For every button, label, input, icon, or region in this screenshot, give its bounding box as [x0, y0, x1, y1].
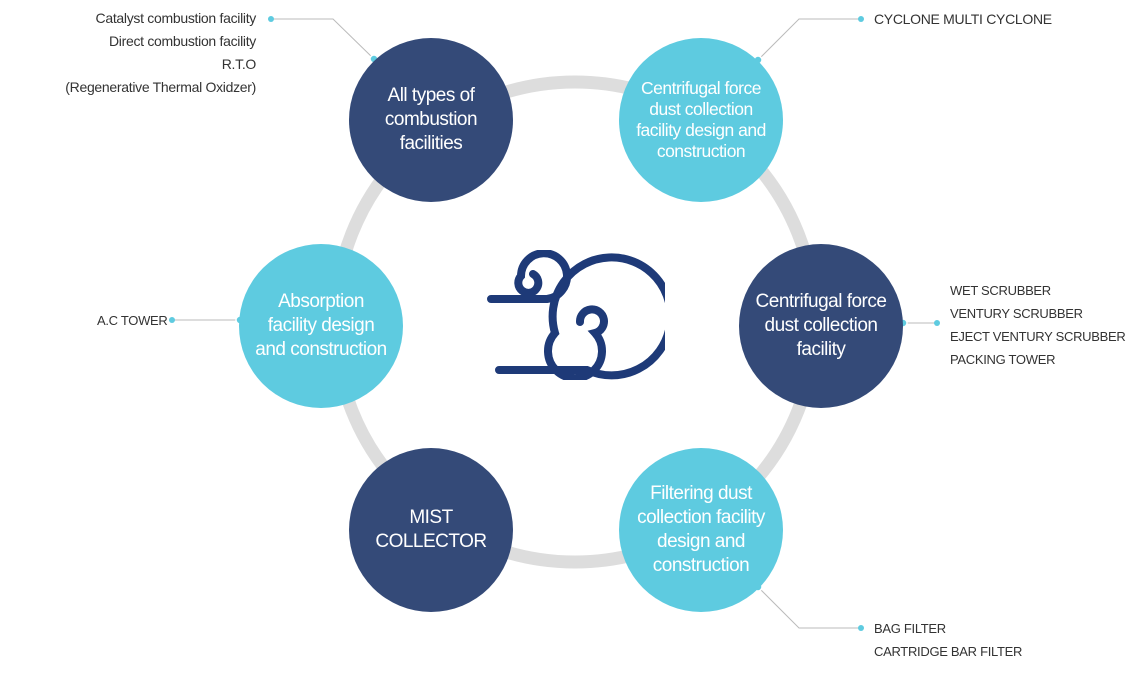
connector-dot-centrifugal-design-start — [858, 16, 864, 22]
connector-combustion — [271, 18, 375, 60]
label-item: CARTRIDGE BAR FILTER — [874, 644, 1023, 659]
connector-dot-combustion-start — [268, 16, 274, 22]
wind-swirl-icon — [487, 250, 665, 380]
connector-centrifugal-design — [757, 18, 861, 61]
node-centrifugal: Centrifugal force dust collection facili… — [739, 244, 903, 408]
label-item: PACKING TOWER — [950, 352, 1056, 367]
label-item: CYCLONE MULTI CYCLONE — [874, 11, 1052, 27]
labels-combustion: Catalyst combustion facility Direct comb… — [65, 7, 256, 99]
node-centrifugal-design-text: Centrifugal force dust collection facili… — [636, 78, 766, 161]
node-filtering-text: Filtering dust collection facility desig… — [637, 483, 765, 576]
connector-dot-filtering-end — [858, 625, 864, 631]
label-item: R.T.O — [221, 56, 257, 72]
node-absorption: Absorption facility design and construct… — [239, 244, 403, 408]
label-item: WET SCRUBBER — [950, 283, 1051, 298]
label-item: EJECT VENTURY SCRUBBER — [950, 329, 1126, 344]
label-item: VENTURY SCRUBBER — [950, 306, 1083, 321]
connector-dot-centrifugal-end — [934, 320, 940, 326]
connector-dot-absorption-start — [169, 317, 175, 323]
connector-filtering — [757, 586, 861, 629]
label-item: BAG FILTER — [874, 621, 946, 636]
label-item: Catalyst combustion facility — [95, 10, 257, 26]
node-mist: MIST COLLECTOR — [349, 448, 513, 612]
node-absorption-text: Absorption facility design and construct… — [255, 291, 387, 360]
node-centrifugal-design: Centrifugal force dust collection facili… — [619, 38, 783, 202]
labels-absorption: A.C TOWER — [97, 309, 168, 332]
labels-centrifugal: WET SCRUBBER VENTURY SCRUBBER EJECT VENT… — [950, 279, 1126, 371]
labels-filtering: BAG FILTER CARTRIDGE BAR FILTER — [874, 617, 1022, 663]
label-item: Direct combustion facility — [108, 33, 256, 49]
label-item: A.C TOWER — [97, 313, 168, 328]
node-centrifugal-text: Centrifugal force dust collection facili… — [755, 291, 887, 360]
node-combustion-text: All types of combustion facilities — [384, 85, 478, 154]
label-item: (Regenerative Thermal Oxidzer) — [65, 79, 256, 95]
node-filtering: Filtering dust collection facility desig… — [619, 448, 783, 612]
node-combustion: All types of combustion facilities — [349, 38, 513, 202]
labels-centrifugal-design: CYCLONE MULTI CYCLONE — [874, 8, 1052, 31]
node-mist-text: MIST COLLECTOR — [375, 507, 487, 552]
